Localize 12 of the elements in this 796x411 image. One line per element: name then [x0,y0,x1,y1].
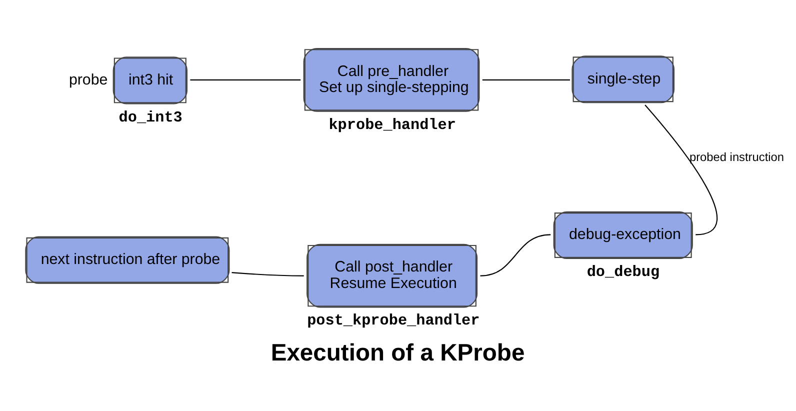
diagram-title: Execution of a KProbe [270,338,525,366]
connector [232,272,304,276]
node-label: do_debug [586,262,660,281]
node-label: do_int3 [118,108,182,126]
connector [482,78,570,80]
node-label: post_kprobe_handler [307,311,480,330]
connector [644,104,718,235]
connector [190,78,301,80]
edge-label: probed instruction [689,149,784,164]
node-label: kprobe_handler [328,115,456,134]
connector [480,234,551,276]
node-label: probe [68,70,108,88]
